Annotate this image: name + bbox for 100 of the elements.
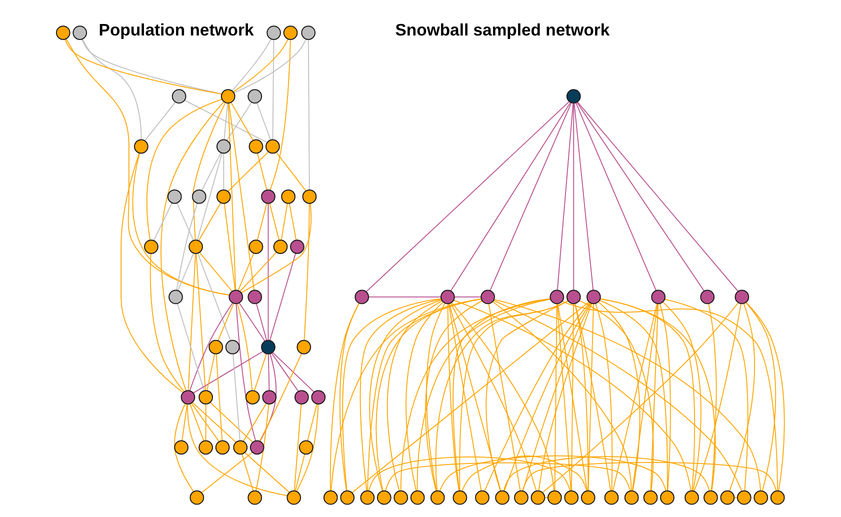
connector	[554, 303, 558, 492]
node-circle	[228, 290, 244, 304]
connector	[144, 102, 176, 141]
connector	[650, 303, 659, 492]
connector	[447, 304, 460, 491]
node-circle	[566, 89, 581, 104]
node-circle	[250, 440, 264, 455]
node-circle	[754, 490, 768, 505]
connector	[556, 303, 572, 492]
node-circle	[266, 26, 281, 40]
connector	[296, 404, 319, 492]
connector	[462, 456, 588, 492]
connector	[260, 353, 277, 442]
connector	[259, 353, 302, 442]
node-circle	[770, 490, 785, 505]
connector	[490, 102, 572, 291]
connector	[256, 102, 272, 140]
node-circle	[225, 340, 240, 354]
connector	[176, 303, 204, 391]
node-circle	[248, 89, 262, 104]
node-circle	[302, 189, 317, 204]
connector	[385, 462, 631, 492]
node-circle	[360, 490, 375, 505]
connector	[242, 454, 254, 492]
node-circle	[651, 290, 666, 304]
node-circle	[167, 189, 182, 204]
node-circle	[475, 490, 490, 505]
connector	[576, 102, 704, 292]
connector	[230, 102, 254, 141]
connector	[196, 152, 222, 240]
connector	[578, 300, 654, 492]
connector	[574, 303, 612, 491]
node-circle	[354, 290, 370, 304]
node-circle	[262, 390, 277, 404]
node-circle	[580, 490, 596, 505]
connector	[238, 302, 266, 342]
node-circle	[624, 490, 639, 505]
node-circle	[566, 290, 581, 304]
node-circle	[248, 490, 262, 505]
connector	[632, 303, 658, 492]
connector	[242, 403, 267, 442]
node-circle	[273, 240, 288, 254]
node-circle	[480, 290, 495, 304]
connector	[450, 102, 571, 292]
connector	[197, 253, 231, 341]
connector	[366, 101, 570, 292]
connector	[232, 354, 240, 442]
node-circle	[720, 490, 735, 505]
connector	[187, 404, 288, 496]
node-circle	[547, 490, 562, 505]
node-circle	[430, 490, 445, 505]
node-circle	[323, 490, 338, 505]
connector	[192, 350, 264, 394]
connector	[238, 252, 254, 291]
connector	[256, 202, 268, 241]
connector	[201, 452, 253, 494]
connector	[244, 452, 290, 493]
connector	[268, 354, 270, 391]
node-circle	[564, 490, 579, 505]
connector	[484, 302, 590, 492]
node-circle	[736, 490, 752, 505]
connector	[268, 202, 269, 341]
connector	[598, 301, 640, 492]
connector	[538, 303, 592, 492]
connector	[198, 202, 222, 242]
node-circle	[190, 490, 204, 505]
node-circle	[440, 290, 455, 304]
node-circle	[198, 440, 213, 455]
node-circle	[192, 189, 206, 204]
connector	[448, 303, 502, 492]
connector	[659, 303, 671, 491]
node-circle	[72, 26, 88, 40]
node-circle	[296, 340, 312, 354]
connector	[488, 303, 521, 492]
node-circle	[550, 290, 564, 304]
connector	[453, 300, 692, 492]
node-circle	[298, 440, 314, 455]
node-circle	[56, 26, 70, 40]
connector	[232, 38, 272, 91]
node-circle	[311, 390, 326, 404]
node-circle	[281, 189, 296, 204]
connector	[270, 39, 291, 191]
node-circle	[216, 139, 231, 154]
node-circle	[283, 26, 298, 40]
connector	[574, 304, 589, 491]
connector	[729, 303, 755, 492]
node-circle	[172, 89, 186, 104]
connector	[330, 302, 360, 491]
node-circle	[376, 490, 392, 505]
connector	[280, 203, 288, 240]
node-circle	[660, 490, 674, 505]
connector	[226, 102, 252, 141]
node-circle	[180, 390, 196, 404]
connector	[82, 38, 142, 140]
connector	[342, 298, 442, 492]
node-circle	[514, 490, 528, 505]
connector	[662, 302, 702, 492]
connector	[205, 404, 206, 442]
node-circle	[586, 290, 601, 304]
node-circle	[301, 26, 316, 40]
